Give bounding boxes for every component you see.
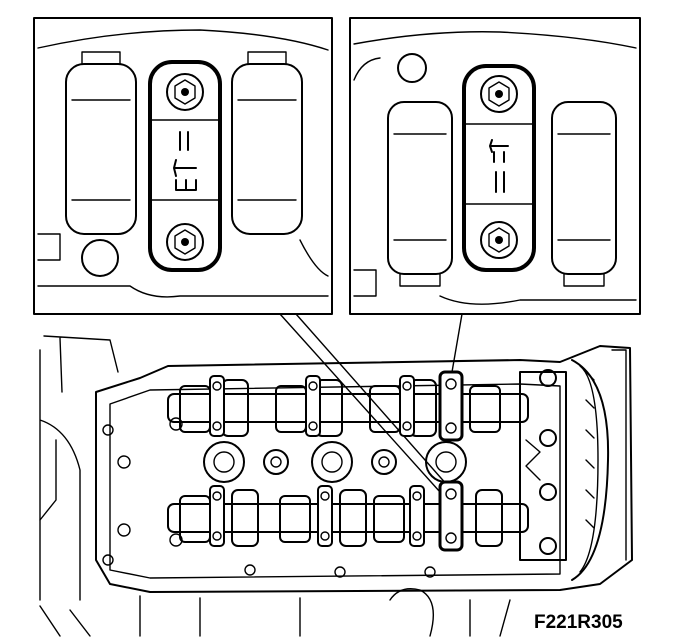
arrow-mark-right-icon	[489, 139, 509, 193]
bolt-bottom-right-inset	[480, 221, 518, 259]
bolt-top-left-inset	[166, 73, 204, 111]
figure-code: F221R305	[534, 612, 623, 633]
head-bolts	[102, 417, 436, 578]
bolt-top-right-inset	[480, 75, 518, 113]
bearing-cap-left	[148, 60, 222, 272]
detail-inset-left	[33, 17, 333, 315]
timing-chain-housing	[519, 349, 627, 581]
cam-roller-right-b	[551, 101, 617, 287]
cylinder-head-assembly	[39, 335, 633, 637]
cam-roller-left-b	[231, 51, 303, 235]
arrow-mark-left-icon	[173, 131, 197, 191]
camshaft-lower	[167, 480, 529, 552]
cam-roller-right-a	[387, 101, 453, 287]
spark-plug-wells	[203, 441, 467, 483]
bearing-cap-right	[462, 64, 536, 272]
detail-inset-right	[349, 17, 641, 315]
cam-roller-left-a	[65, 51, 137, 235]
bolt-bottom-left-inset	[166, 223, 204, 261]
camshaft-upper	[167, 370, 529, 442]
callout-leaders	[279, 313, 463, 493]
